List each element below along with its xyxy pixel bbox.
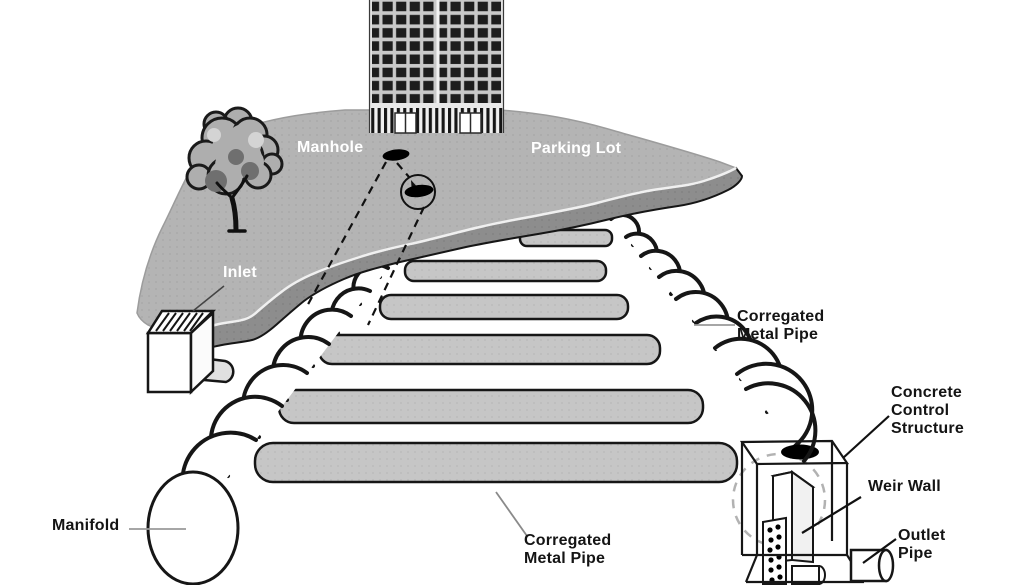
building-colonnade — [369, 108, 504, 133]
leader-lines — [129, 285, 897, 564]
building-face-left — [369, 0, 437, 106]
manifold-end-cap — [146, 470, 240, 585]
dashed-flow-line — [305, 161, 425, 326]
concrete-control-structure — [731, 439, 895, 585]
manifold-pipe-right-end — [744, 381, 818, 463]
tree-trunk — [215, 174, 249, 233]
leader-cmp-bottom — [495, 491, 528, 537]
inlet-box-front — [146, 331, 193, 394]
label-manifold: Manifold — [52, 517, 120, 534]
lateral-pipe — [317, 333, 662, 366]
lateral-pipe — [277, 388, 705, 425]
manhole-highlight-circle — [400, 174, 436, 210]
manhole-markers — [305, 149, 436, 326]
label-weir-wall: Weir Wall — [868, 478, 941, 495]
manhole-cover — [382, 149, 410, 161]
lateral-pipe — [253, 441, 739, 484]
leader-ccs — [842, 415, 890, 459]
inlet-structure — [145, 309, 235, 395]
office-building — [368, 0, 505, 134]
leader-inlet — [192, 285, 225, 312]
label-outlet-pipe: Outlet Pipe — [898, 527, 946, 562]
leader-weir — [801, 496, 862, 534]
orifice-box — [791, 565, 826, 585]
pavement-edge-highlight — [183, 166, 737, 333]
label-corrugated-metal-pipe-right: Corregated Metal Pipe — [737, 308, 825, 343]
inlet-grate — [145, 309, 217, 335]
outlet-pipe — [849, 548, 895, 583]
label-parking-lot: Parking Lot — [531, 140, 622, 157]
label-manhole: Manhole — [297, 139, 364, 156]
tree — [185, 106, 284, 233]
label-corrugated-metal-pipe-bottom: Corregated Metal Pipe — [524, 532, 612, 567]
label-inlet: Inlet — [223, 264, 257, 281]
detention-pipe-field — [146, 213, 815, 585]
building-corner — [436, 0, 440, 108]
inlet-grate-bars — [155, 312, 204, 332]
leader-outlet — [862, 538, 897, 564]
lateral-pipe — [378, 293, 630, 321]
building-face-right — [439, 0, 504, 106]
perforated-riser-plate — [762, 516, 787, 585]
lateral-pipe — [403, 259, 608, 283]
label-concrete-control-structure: Concrete Control Structure — [891, 384, 964, 437]
building-door — [394, 112, 482, 134]
manhole-cover — [404, 184, 434, 198]
manifold-pipe-left — [180, 240, 406, 518]
